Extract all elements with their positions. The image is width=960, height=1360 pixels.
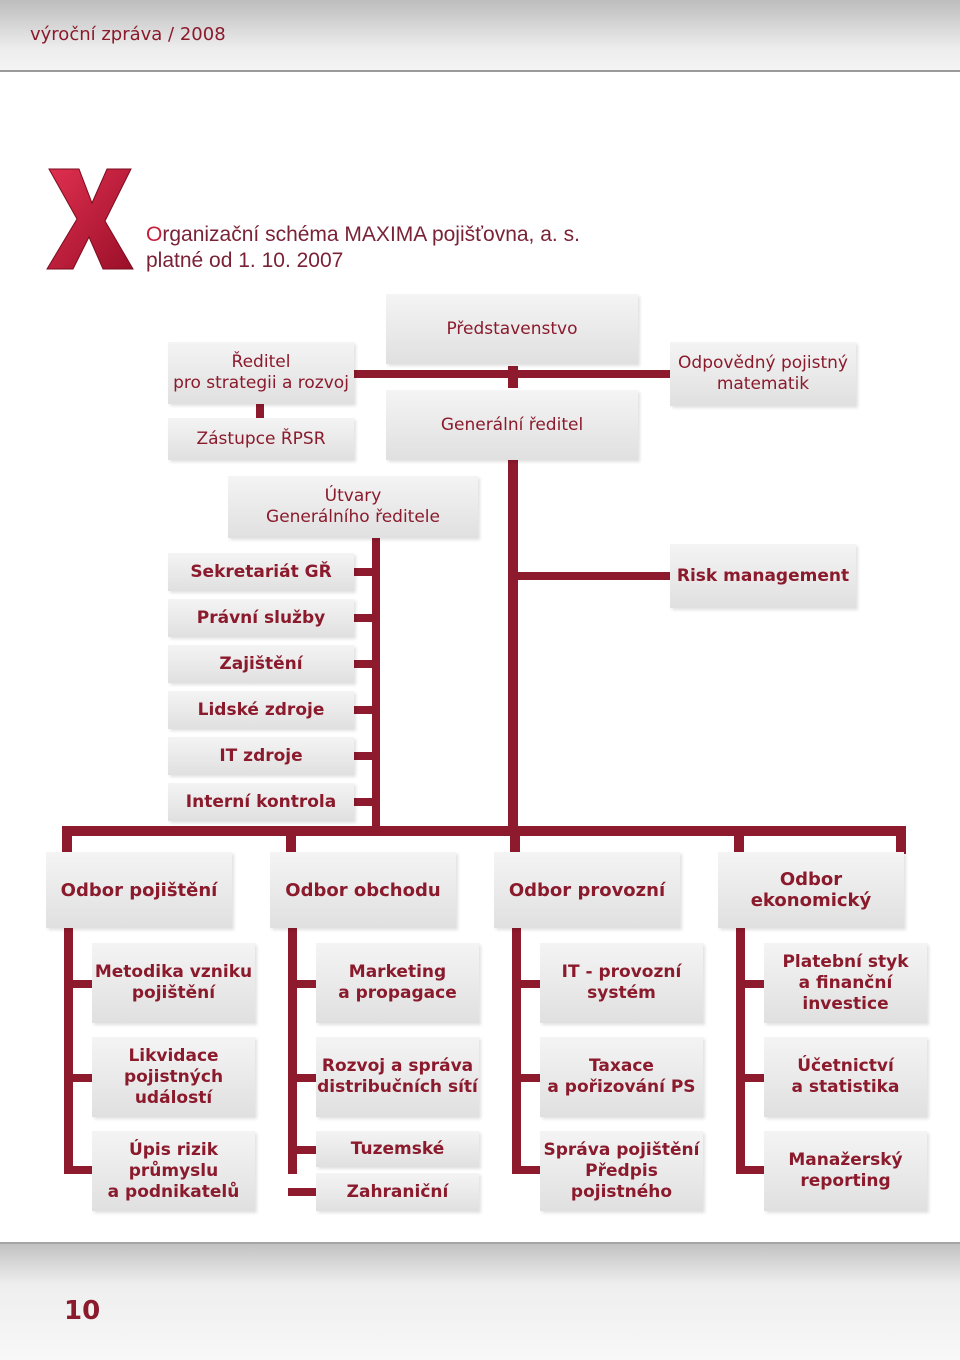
- department-label: Odbor obchodu: [285, 879, 441, 901]
- page-header: výroční zpráva / 2008: [0, 0, 960, 72]
- strategy-director-line1: Ředitel: [231, 352, 291, 372]
- board-label: Představenstvo: [446, 318, 578, 339]
- staff-unit: Sekretariát GŘ: [168, 553, 354, 591]
- sub-unit-line: IT - provozní: [561, 962, 682, 982]
- document-subtitle: platné od 1. 10. 2007: [146, 249, 344, 272]
- sub-unit-line: systém: [587, 983, 656, 1003]
- sub-unit-line: Marketing: [348, 962, 447, 982]
- staff-unit-label: Interní kontrola: [185, 791, 337, 812]
- sub-unit-line: Likvidace: [128, 1045, 219, 1066]
- actuary-line2: matematik: [716, 374, 810, 394]
- strategy-director-box: Ředitel pro strategii a rozvoj: [168, 342, 354, 404]
- staff-unit: Právní služby: [168, 599, 354, 637]
- general-director-label: Generální ředitel: [440, 414, 584, 435]
- sub-unit-line: událostí: [134, 1087, 213, 1108]
- header-title: výroční zpráva / 2008: [30, 24, 226, 45]
- sub-unit-line: a podnikatelů: [107, 1181, 240, 1202]
- strategy-director-line2: pro strategii a rozvoj: [173, 373, 349, 393]
- document-title: Organizační schéma MAXIMA pojišťovna, a.…: [146, 222, 580, 274]
- gd-units-box: Útvary Generálního ředitele: [228, 476, 478, 538]
- gd-units-line1: Útvary: [324, 486, 382, 506]
- sub-unit-line: a propagace: [338, 983, 457, 1003]
- actuary-line1: Odpovědný pojistný: [678, 353, 848, 373]
- sub-unit-line: Metodika vzniku: [94, 962, 253, 982]
- sub-unit-line: Rozvoj a správa: [321, 1056, 474, 1076]
- sub-unit-line: Správa pojištění: [543, 1139, 700, 1160]
- sub-unit-line: Manažerský: [788, 1150, 903, 1170]
- sub-unit: Tuzemské: [316, 1131, 479, 1167]
- sub-unit-line: a finanční: [798, 972, 893, 993]
- risk-management-box: Risk management: [670, 544, 856, 608]
- actuary-box: Odpovědný pojistný matematik: [670, 342, 856, 406]
- sub-unit-line: reporting: [800, 1171, 891, 1191]
- department-label: Odbor provozní: [508, 879, 666, 901]
- sub-unit-line: Zahraniční: [346, 1181, 449, 1202]
- staff-unit: Interní kontrola: [168, 783, 354, 821]
- sub-unit-line: Předpis pojistného: [570, 1160, 673, 1202]
- staff-unit-label: Právní služby: [196, 607, 326, 628]
- sub-unit-line: distribučních sítí: [317, 1077, 478, 1097]
- sub-unit-line: pojištění: [131, 983, 216, 1003]
- maxima-logo-icon: [46, 168, 134, 270]
- staff-unit-label: Zajištění: [219, 653, 303, 674]
- title-first-letter: O: [146, 223, 163, 246]
- department-operations: Odbor provozní: [494, 852, 680, 928]
- risk-management-label: Risk management: [676, 565, 850, 586]
- gd-units-line2: Generálního ředitele: [266, 507, 440, 527]
- sub-unit-line: průmyslu: [128, 1160, 219, 1181]
- board-box: Představenstvo: [386, 294, 638, 364]
- department-sales: Odbor obchodu: [270, 852, 456, 928]
- deputy-label: Zástupce ŘPSR: [196, 428, 326, 449]
- staff-unit-label: IT zdroje: [219, 745, 303, 766]
- department-insurance: Odbor pojištění: [46, 852, 232, 928]
- department-label: Odbor pojištění: [60, 879, 218, 901]
- sub-unit-line: Platební styk: [782, 951, 909, 972]
- staff-unit: Zajištění: [168, 645, 354, 683]
- staff-unit: Lidské zdroje: [168, 691, 354, 729]
- sub-unit-line: Taxace: [589, 1056, 654, 1076]
- deputy-box: Zástupce ŘPSR: [168, 418, 354, 460]
- sub-unit-line: Účetnictví: [797, 1056, 894, 1076]
- sub-unit-line: pojistných: [123, 1066, 224, 1087]
- staff-unit: IT zdroje: [168, 737, 354, 775]
- sub-unit-line: Úpis rizik: [128, 1139, 219, 1160]
- department-label: Odbor ekonomický: [750, 869, 872, 911]
- sub-unit-line: investice: [802, 993, 889, 1014]
- title-text: rganizační schéma MAXIMA pojišťovna, a. …: [162, 223, 580, 246]
- sub-unit: Zahraniční: [316, 1173, 479, 1211]
- sub-unit-line: a pořizování PS: [547, 1077, 696, 1097]
- department-economics: Odbor ekonomický: [718, 852, 904, 928]
- sub-unit-line: a statistika: [791, 1077, 900, 1097]
- staff-unit-label: Sekretariát GŘ: [190, 561, 332, 582]
- sub-unit-line: Tuzemské: [350, 1138, 445, 1159]
- page-footer: 10: [0, 1242, 960, 1360]
- staff-unit-label: Lidské zdroje: [197, 699, 325, 720]
- page-number: 10: [64, 1296, 101, 1326]
- general-director-box: Generální ředitel: [386, 390, 638, 460]
